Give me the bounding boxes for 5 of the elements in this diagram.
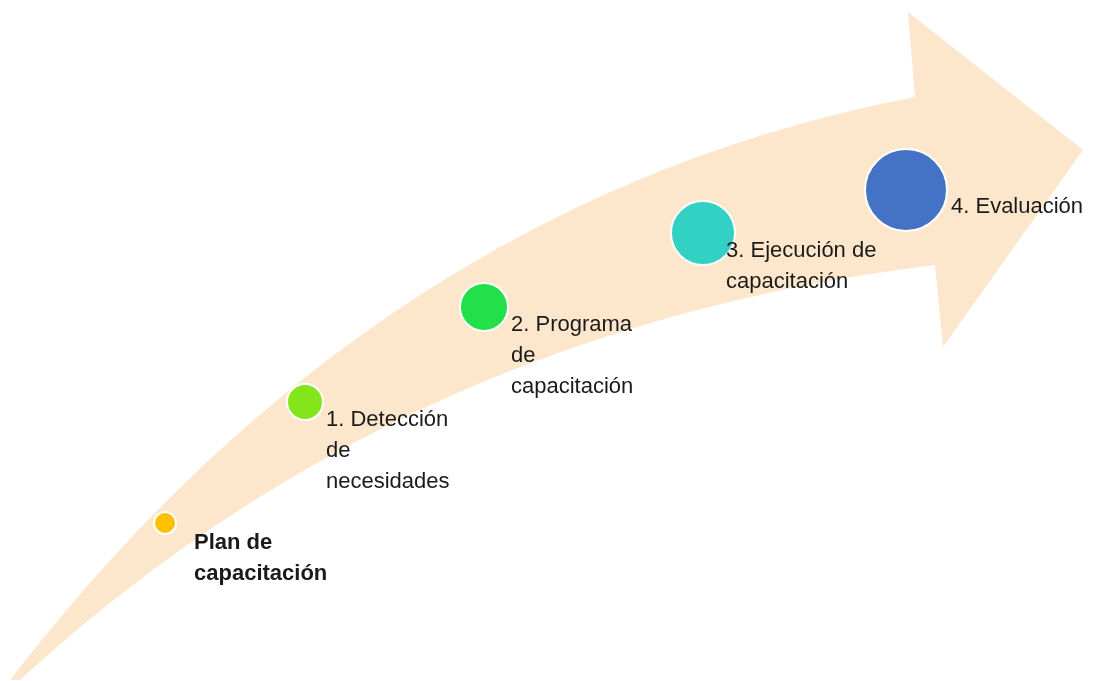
step-label: 2. Programa de capacitación bbox=[511, 310, 635, 400]
step-label: 4. Evaluación bbox=[951, 192, 1085, 220]
step-label: 3. Ejecución de capacitación bbox=[726, 236, 878, 295]
step-label: Plan de capacitación bbox=[194, 528, 329, 587]
step-label: 1. Detección de necesidades bbox=[326, 405, 451, 495]
